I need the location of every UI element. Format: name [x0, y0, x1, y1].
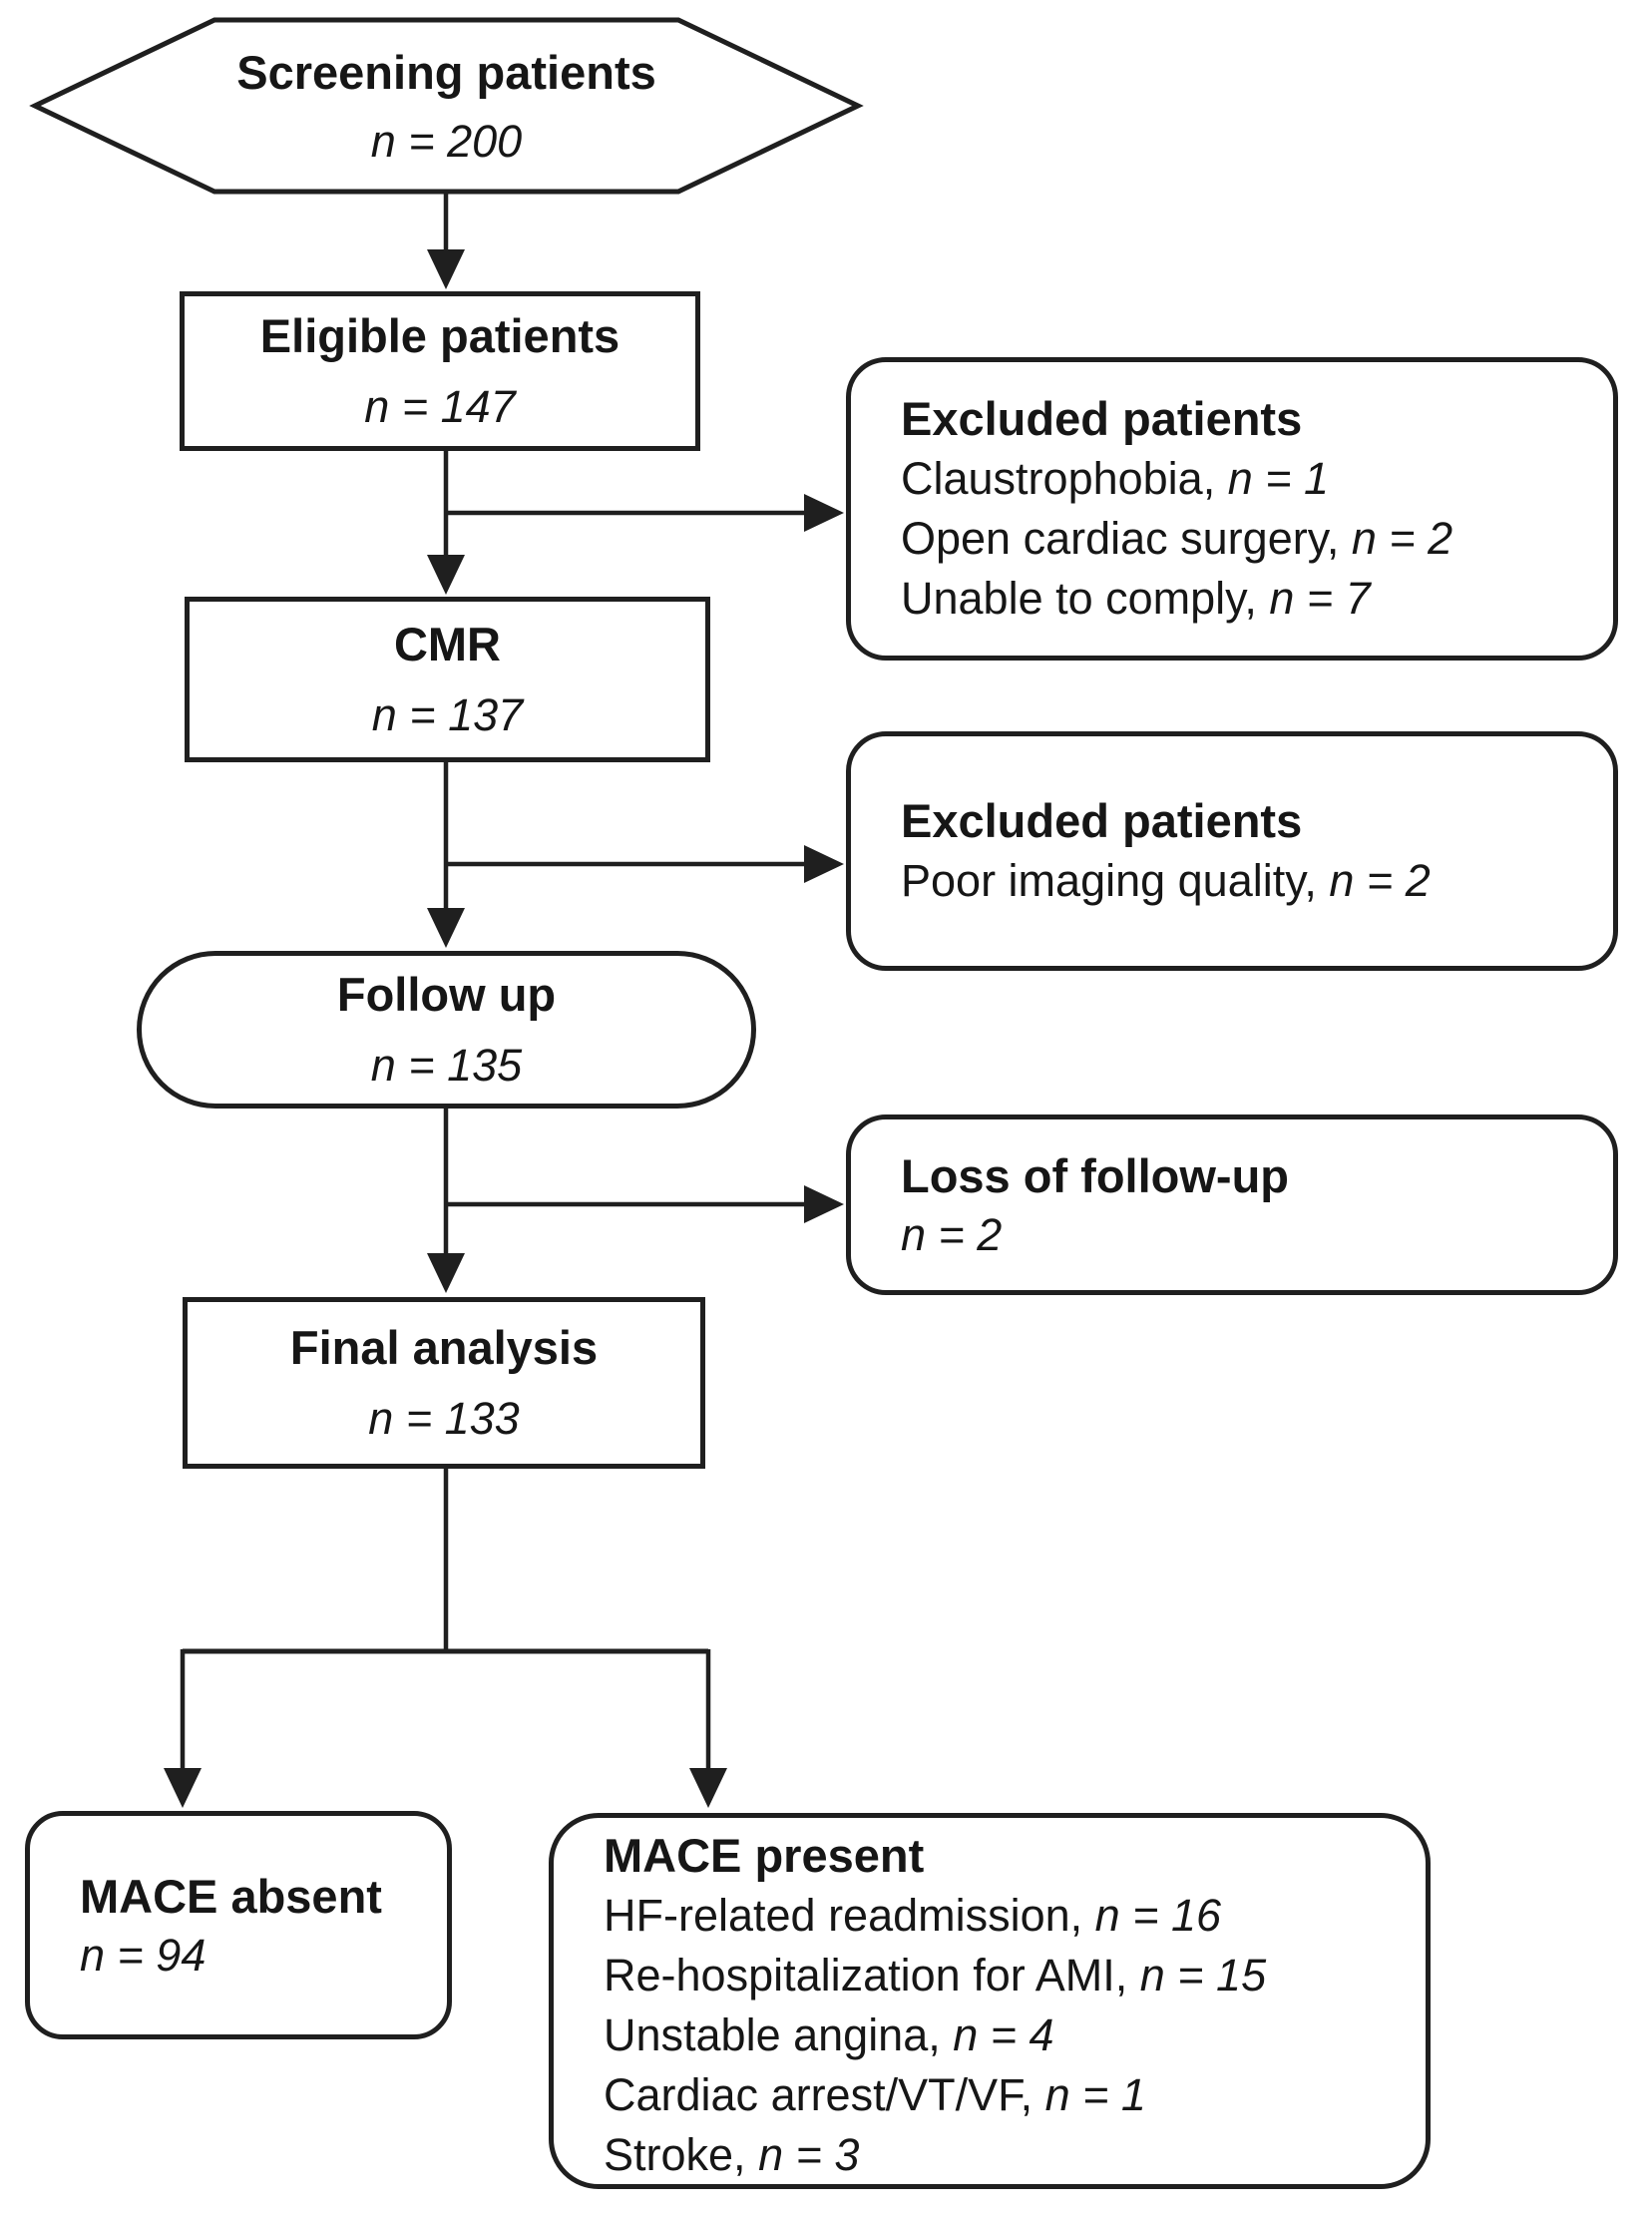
- node-cmr: CMR n = 137: [185, 597, 710, 762]
- node-excluded-patients-1: Excluded patients Claustrophobia, n = 1 O…: [846, 357, 1618, 661]
- node-count: n = 137: [371, 689, 524, 740]
- detail-line: Unstable angina, n = 4: [604, 2009, 1054, 2060]
- arrowhead-loss: [804, 1185, 844, 1223]
- detail-line: Cardiac arrest/VT/VF, n = 1: [604, 2069, 1146, 2120]
- node-title: CMR: [393, 618, 502, 670]
- node-count: n = 94: [80, 1929, 206, 1981]
- exclusion-reasons: Claustrophobia, n = 1 Open cardiac surger…: [901, 449, 1595, 629]
- node-excluded-patients-2: Excluded patients Poor imaging quality, …: [846, 731, 1618, 971]
- node-count: n = 147: [364, 381, 516, 432]
- detail-line: Unable to comply, n = 7: [901, 573, 1371, 624]
- detail-line: HF-related readmission, n = 16: [604, 1890, 1222, 1941]
- node-title: Follow up: [336, 968, 557, 1021]
- arrowhead-final: [427, 1253, 465, 1293]
- node-count: n = 200: [370, 116, 523, 167]
- node-final-analysis: Final analysis n = 133: [183, 1297, 705, 1469]
- mace-event-list: HF-related readmission, n = 16 Re-hospita…: [604, 1886, 1408, 2185]
- arrowhead-cmr: [427, 555, 465, 595]
- node-count: n = 2: [901, 1208, 1003, 1260]
- arrowhead-followup: [427, 908, 465, 948]
- node-title: MACE present: [604, 1829, 925, 1882]
- exclusion-reasons: Poor imaging quality, n = 2: [901, 851, 1595, 911]
- node-mace-present: MACE present HF-related readmission, n =…: [549, 1813, 1431, 2189]
- hexagon-shape: [29, 17, 864, 195]
- node-title: Screening patients: [236, 46, 656, 99]
- detail-line: Claustrophobia, n = 1: [901, 453, 1330, 504]
- detail-line: Re-hospitalization for AMI, n = 15: [604, 1950, 1267, 2001]
- arrowhead-mace-present: [689, 1768, 727, 1808]
- node-count: n = 133: [368, 1393, 520, 1444]
- node-mace-absent: MACE absent n = 94: [25, 1811, 452, 2039]
- node-follow-up: Follow up n = 135: [137, 951, 756, 1109]
- node-loss-of-follow-up: Loss of follow-up n = 2: [846, 1114, 1618, 1295]
- arrowhead-excluded1: [804, 494, 844, 532]
- node-screening: Screening patients n = 200: [35, 22, 858, 192]
- node-title: Eligible patients: [259, 309, 620, 362]
- node-count: n = 135: [370, 1040, 523, 1091]
- detail-line: Open cardiac surgery, n = 2: [901, 513, 1453, 564]
- arrowhead-excluded2: [804, 845, 844, 883]
- arrowhead-mace-absent: [164, 1768, 202, 1808]
- detail-line: Poor imaging quality, n = 2: [901, 855, 1431, 906]
- node-eligible-patients: Eligible patients n = 147: [180, 291, 700, 451]
- arrowhead-eligible: [427, 249, 465, 289]
- node-title: Excluded patients: [901, 794, 1303, 847]
- node-title: Final analysis: [289, 1321, 599, 1374]
- node-title: Excluded patients: [901, 392, 1303, 445]
- detail-line: Stroke, n = 3: [604, 2129, 860, 2180]
- node-title: Loss of follow-up: [901, 1148, 1289, 1202]
- node-title: MACE absent: [80, 1869, 382, 1923]
